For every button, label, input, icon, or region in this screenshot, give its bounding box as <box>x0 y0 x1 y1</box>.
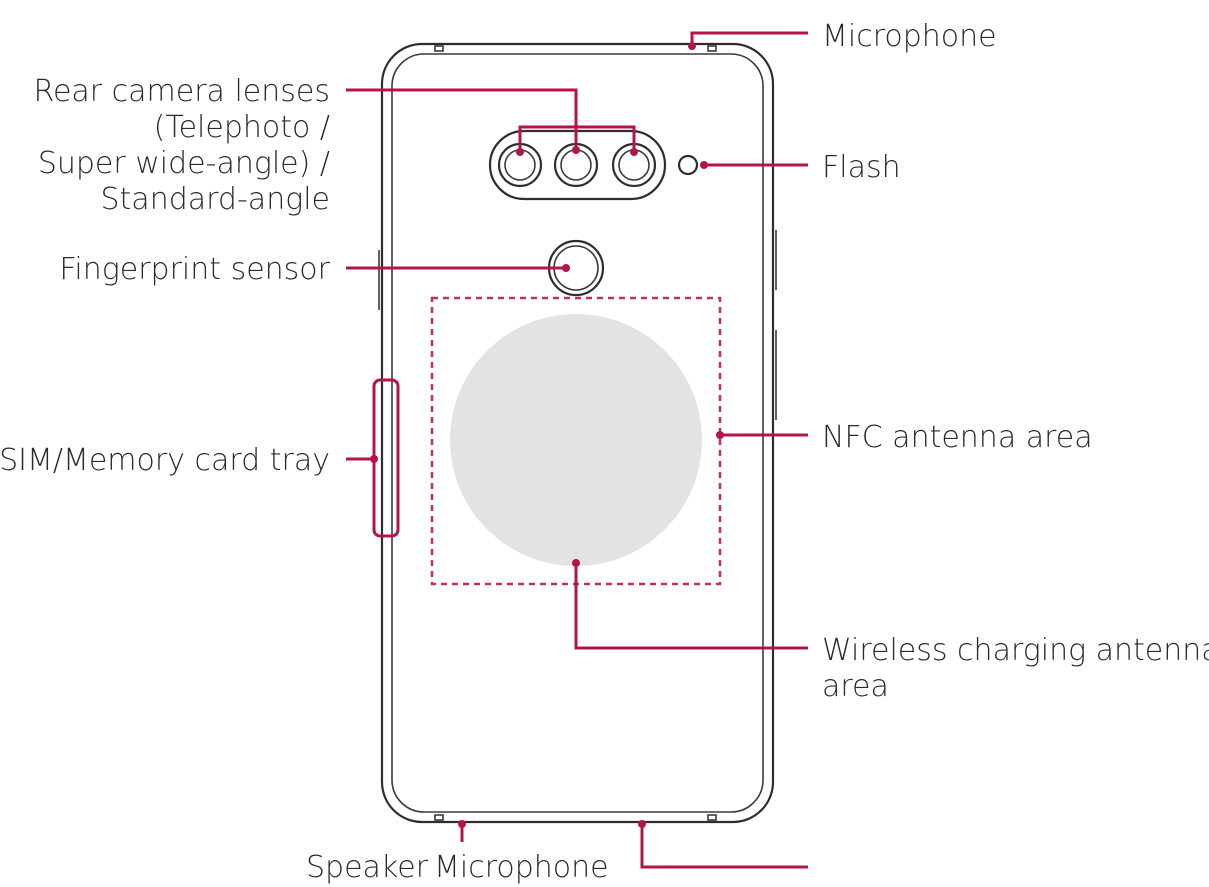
label-rear-camera-line4: Standard-angle <box>101 182 331 217</box>
leader-dot-wireless-charging <box>572 559 580 567</box>
labels: Microphone Rear camera lenses (Telephoto… <box>0 19 1209 885</box>
leader-dot-microphone-bottom <box>638 820 646 828</box>
camera-lens-2-inner <box>560 149 592 181</box>
label-flash: Flash <box>822 150 901 185</box>
phone-body <box>378 42 777 824</box>
flash-lamp <box>677 154 699 176</box>
label-wireless-charging-line1: Wireless charging antenna <box>822 633 1209 668</box>
leader-dot-sim-tray <box>370 455 378 463</box>
phone-outer-edge <box>380 42 775 824</box>
leader-dot-speaker <box>458 820 466 828</box>
label-wireless-charging-line2: area <box>822 669 889 704</box>
label-nfc-antenna: NFC antenna area <box>822 420 1093 455</box>
leader-dot-lens-2 <box>572 146 580 154</box>
leader-wireless-charging <box>574 563 808 650</box>
label-rear-camera-line2: (Telephoto / <box>154 110 330 145</box>
leader-rear-camera-bracket <box>518 125 636 152</box>
label-fingerprint-sensor: Fingerprint sensor <box>59 252 330 287</box>
top-antenna-notch-left <box>434 45 444 52</box>
leader-dot-nfc <box>716 431 724 439</box>
phone-inner-edge <box>391 53 764 813</box>
label-microphone-top: Microphone <box>822 19 997 54</box>
bottom-antenna-notch-right <box>707 814 717 821</box>
label-rear-camera-line3: Super wide-angle) / <box>38 146 330 181</box>
top-antenna-notch-right <box>707 45 717 52</box>
leader-dot-lens-3 <box>630 148 638 156</box>
leader-dot-fingerprint <box>562 264 570 272</box>
leader-dot-lens-1 <box>516 148 524 156</box>
label-microphone-bottom: Microphone <box>434 850 609 885</box>
label-rear-camera-line1: Rear camera lenses <box>33 74 330 109</box>
leader-microphone-bottom <box>640 824 808 869</box>
leader-lines <box>346 31 808 869</box>
leader-microphone-top <box>690 31 808 46</box>
leader-dot-flash <box>700 161 708 169</box>
leader-dot-microphone-top <box>688 42 696 50</box>
label-speaker: Speaker <box>306 850 429 885</box>
label-sim-tray: SIM/Memory card tray <box>0 443 330 478</box>
bottom-antenna-notch-left <box>434 814 444 821</box>
wireless-charging-coil <box>450 314 702 566</box>
leader-rear-camera <box>346 88 578 150</box>
